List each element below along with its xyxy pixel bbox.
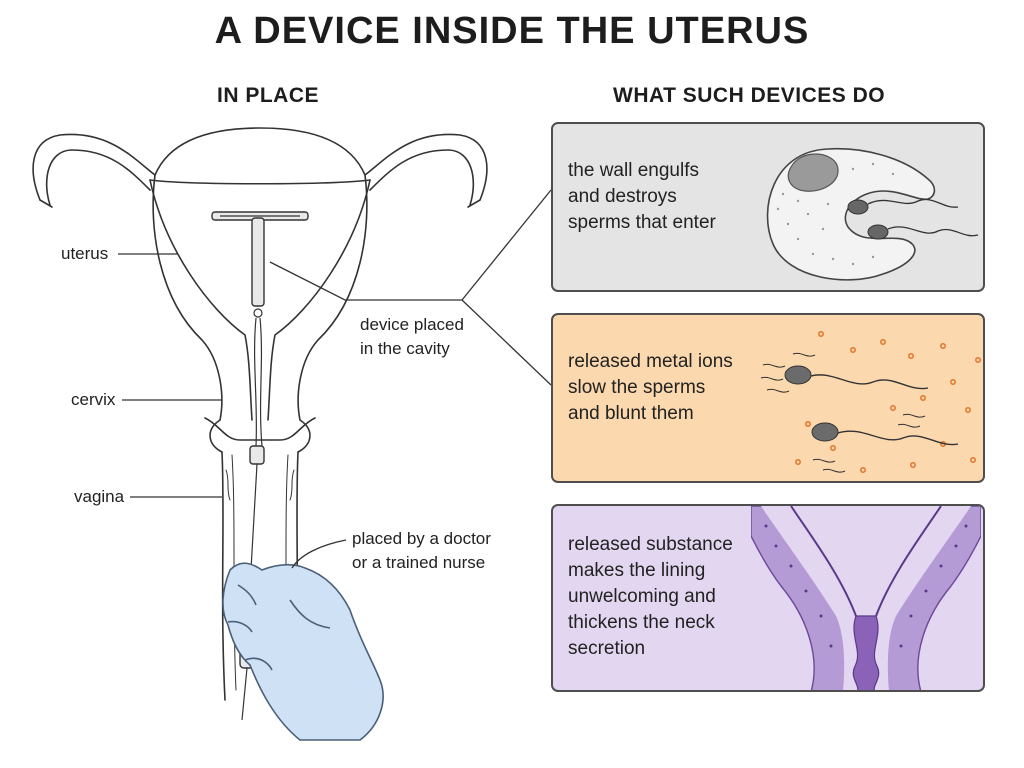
device-label-line-1: device placed — [360, 315, 464, 334]
panel-text-line: makes the lining — [568, 560, 706, 581]
vagina-label: vagina — [74, 487, 125, 506]
device-label-line-2: in the cavity — [360, 339, 450, 358]
panel-lining: released substance makes the lining unwe… — [551, 504, 985, 692]
panel-text-line: slow the sperms — [568, 377, 706, 398]
panel-engulfs: the wall engulfs and destroys sperms tha… — [551, 122, 985, 292]
page-title: A DEVICE INSIDE THE UTERUS — [214, 10, 810, 52]
panel-text-line: secretion — [568, 638, 646, 659]
panel-lining-text: released substance makes the lining unwe… — [568, 532, 743, 662]
doctor-label-line-1: placed by a doctor — [352, 529, 491, 548]
panel-text-line: and blunt them — [568, 403, 694, 424]
panel-text-line: released metal ions — [568, 351, 733, 372]
panel-text-line: unwelcoming and — [568, 586, 716, 607]
placed-by-doctor-label: placed by a doctor or a trained nurse — [352, 527, 491, 575]
panel-text-line: the wall engulfs — [568, 160, 699, 181]
panel-metal-ions: released metal ions slow the sperms and … — [551, 313, 985, 483]
sperm-ions-illustration — [760, 331, 981, 473]
engulfing-cell-illustration — [766, 147, 979, 281]
panel-text-line: sperms that enter — [568, 212, 716, 233]
uterus-label: uterus — [61, 244, 109, 263]
devices-heading: WHAT SUCH DEVICES DO — [613, 84, 886, 107]
panel-text-line: released substance — [568, 534, 733, 555]
panel-engulfs-text: the wall engulfs and destroys sperms tha… — [568, 158, 768, 236]
gloved-hand — [222, 562, 384, 741]
thickened-lining-illustration — [751, 506, 981, 690]
panel-text-line: thickens the neck — [568, 612, 715, 633]
panel-ions-text: released metal ions slow the sperms and … — [568, 349, 768, 427]
device-placed-label: device placed in the cavity — [360, 313, 464, 361]
panel-text-line: and destroys — [568, 186, 677, 207]
doctor-label-line-2: or a trained nurse — [352, 553, 486, 572]
in-place-heading: IN PLACE — [217, 84, 320, 107]
cervix-label: cervix — [71, 390, 116, 409]
